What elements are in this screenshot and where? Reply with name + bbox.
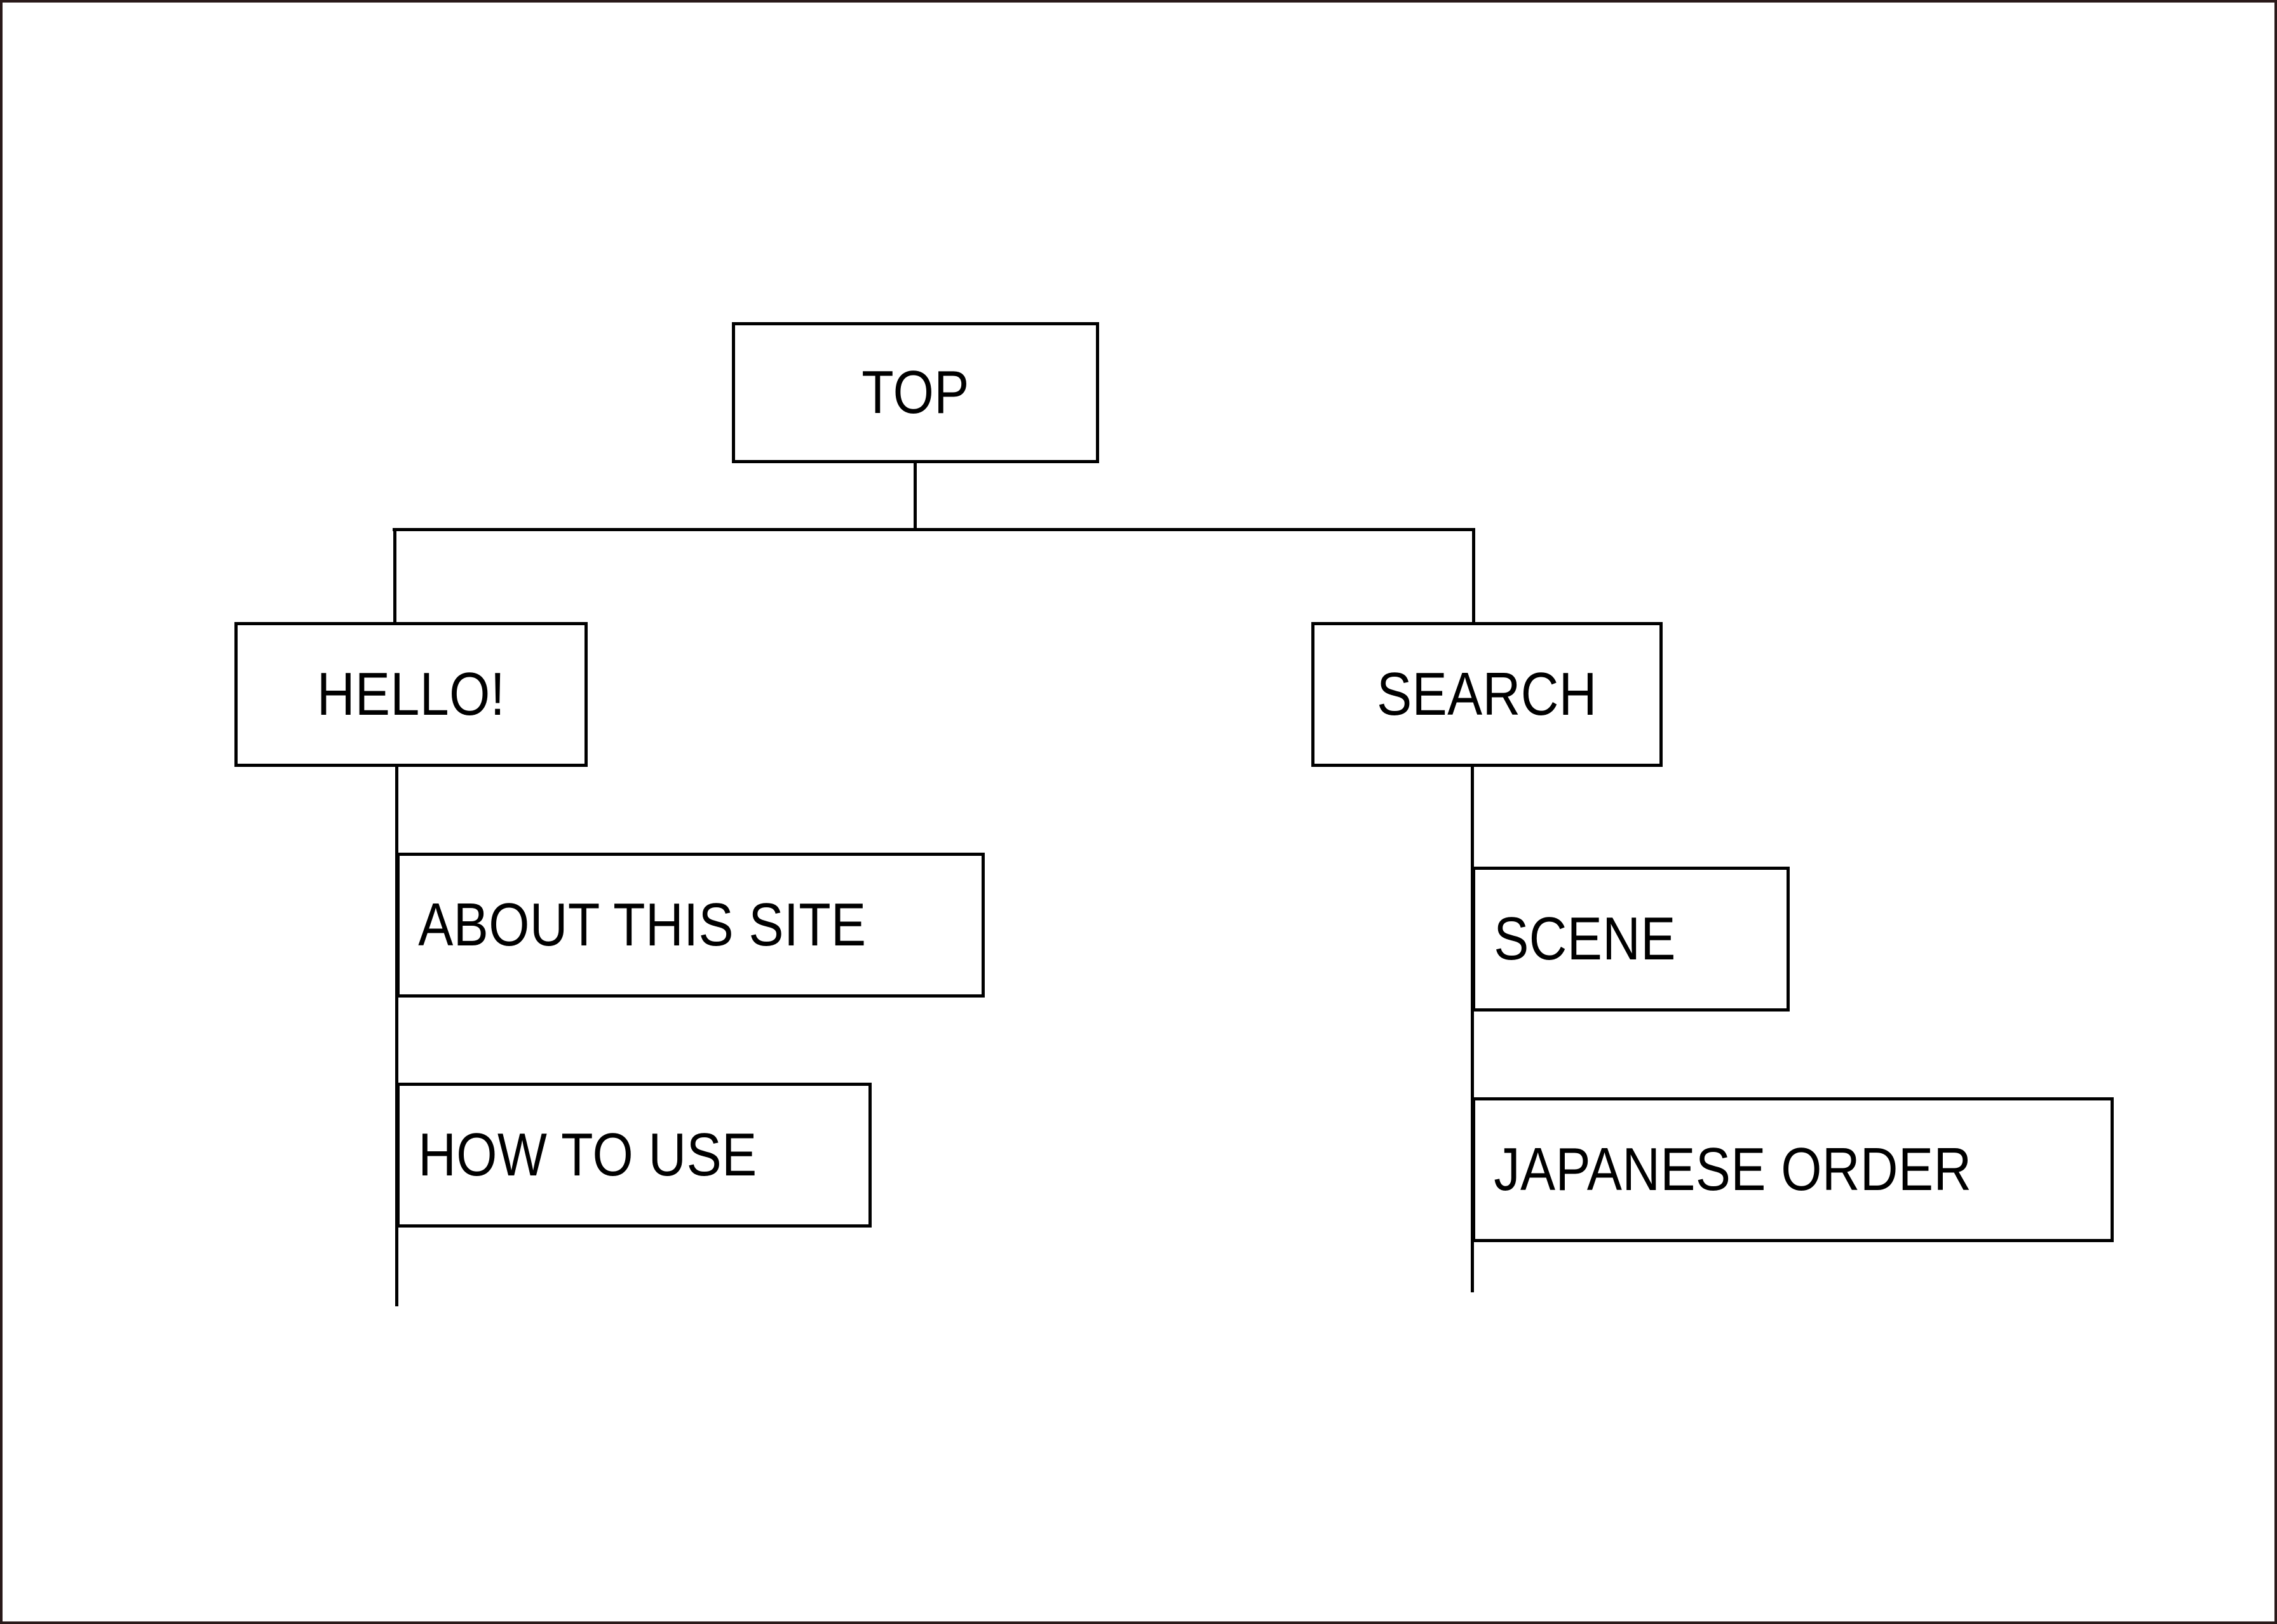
node-hello[interactable]: HELLO! xyxy=(234,622,588,767)
node-japanese-order[interactable]: JAPANESE ORDER xyxy=(1472,1097,2114,1242)
node-top-label: TOP xyxy=(861,358,970,426)
node-top[interactable]: TOP xyxy=(732,322,1099,463)
connector-hello-spine xyxy=(395,764,398,1306)
node-hello-label: HELLO! xyxy=(316,660,506,728)
connector-search-spine xyxy=(1471,764,1474,1292)
node-search[interactable]: SEARCH xyxy=(1311,622,1663,767)
connector-top-to-bus xyxy=(914,461,917,531)
node-how-to-use[interactable]: HOW TO USE xyxy=(396,1083,872,1228)
sitemap-diagram: TOP HELLO! SEARCH ABOUT THIS SITE HOW TO… xyxy=(3,3,2274,1621)
node-about-this-site-label: ABOUT THIS SITE xyxy=(418,891,867,959)
node-about-this-site[interactable]: ABOUT THIS SITE xyxy=(396,853,985,998)
node-scene-label: SCENE xyxy=(1494,905,1676,973)
node-how-to-use-label: HOW TO USE xyxy=(418,1121,757,1189)
node-japanese-order-label: JAPANESE ORDER xyxy=(1494,1135,1972,1203)
connector-bus-to-search xyxy=(1472,528,1475,625)
node-search-label: SEARCH xyxy=(1377,660,1597,728)
connector-horizontal-bus xyxy=(393,528,1475,531)
node-scene[interactable]: SCENE xyxy=(1472,867,1790,1012)
connector-bus-to-hello xyxy=(393,528,396,625)
